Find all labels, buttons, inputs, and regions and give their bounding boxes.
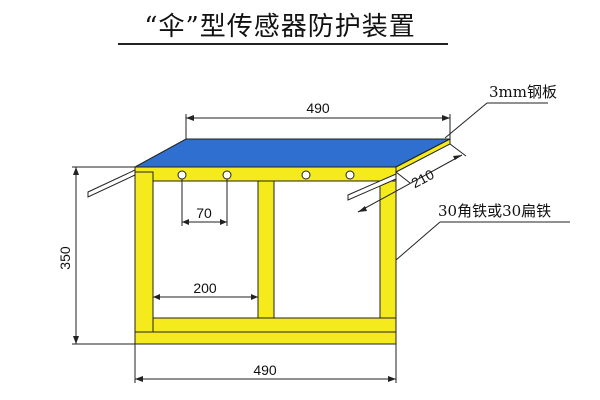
- left-extension-bar: [87, 169, 136, 198]
- mounting-holes: [177, 170, 355, 180]
- label-frame-note: 30角铁或30扁铁: [438, 202, 551, 220]
- diagram-title: “伞”型传感器防护装置: [144, 12, 416, 42]
- steel-plate-top: [134, 138, 451, 168]
- leader-plate-note: [444, 102, 548, 139]
- label-hole-spacing: 70: [196, 205, 212, 221]
- label-depth: 210: [409, 166, 437, 191]
- label-top-width: 490: [306, 100, 330, 116]
- leader-frame-note: [395, 221, 570, 261]
- dimension-bottom-width: [134, 344, 397, 383]
- dimension-bay-width: [153, 294, 258, 300]
- label-plate-note: 3mm钢板: [489, 83, 557, 101]
- title-underline: [118, 43, 448, 45]
- label-bottom-width: 490: [253, 362, 277, 378]
- dimension-height: [72, 166, 135, 345]
- dimension-hole-spacing: [181, 179, 228, 226]
- dimension-top-width: [185, 114, 451, 139]
- right-extension-bar: [347, 173, 397, 201]
- dimension-depth: [357, 143, 467, 213]
- label-bay-width: 200: [193, 280, 217, 296]
- label-height: 350: [57, 246, 73, 270]
- angle-iron-frame: [134, 138, 451, 345]
- frame-openings: [152, 180, 381, 319]
